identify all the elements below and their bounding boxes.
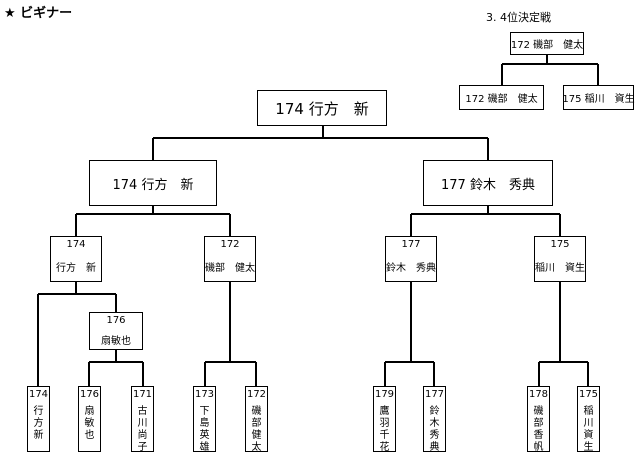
player-name: 鈴木秀典 bbox=[429, 406, 440, 453]
player-number: 171 bbox=[132, 389, 153, 400]
semi-winner-right-box: 177 鈴木 秀典 bbox=[423, 160, 553, 206]
round1-winner-box: 176 扇敏也 bbox=[89, 312, 143, 350]
player-box: 173 下島英雄 bbox=[193, 386, 216, 453]
third-place-winner: 172 磯部 健太 bbox=[510, 40, 584, 51]
player-number: 178 bbox=[528, 389, 549, 400]
player-box: 178 磯部香帆 bbox=[527, 386, 550, 453]
player-number: 172 bbox=[246, 389, 267, 400]
semi-winner-right: 177 鈴木 秀典 bbox=[441, 177, 535, 193]
quarter-winner-box: 174 行方 新 bbox=[50, 236, 102, 282]
round1-winner-name: 扇敏也 bbox=[101, 336, 131, 347]
round1-winner-number: 176 bbox=[106, 315, 126, 326]
player-number: 176 bbox=[79, 389, 100, 400]
page-title: ★ ビギナー bbox=[4, 6, 73, 21]
quarter-winner-name: 磯部 健太 bbox=[205, 263, 255, 274]
quarter-winner-number: 172 bbox=[220, 239, 240, 250]
player-name: 磯部健太 bbox=[251, 406, 262, 453]
player-number: 175 bbox=[578, 389, 599, 400]
player-name: 稲川資生 bbox=[583, 406, 594, 453]
third-place-right-box: 175 稲川 資生 bbox=[562, 85, 635, 110]
third-place-winner-box: 172 磯部 健太 bbox=[510, 32, 584, 55]
player-name: 古川尚子 bbox=[137, 406, 148, 453]
player-number: 173 bbox=[194, 389, 215, 400]
player-name: 下島英雄 bbox=[199, 406, 210, 453]
champion-name: 174 行方 新 bbox=[275, 99, 369, 118]
quarter-winner-box: 177 鈴木 秀典 bbox=[385, 236, 437, 282]
quarter-winner-name: 行方 新 bbox=[56, 263, 96, 274]
player-box: 172 磯部健太 bbox=[245, 386, 268, 453]
player-number: 177 bbox=[424, 389, 445, 400]
third-place-left: 172 磯部 健太 bbox=[465, 94, 538, 105]
player-name: 鷹羽千花 bbox=[379, 406, 390, 453]
player-number: 174 bbox=[28, 389, 49, 400]
quarter-winner-number: 175 bbox=[550, 239, 570, 250]
player-name: 磯部香帆 bbox=[533, 406, 544, 453]
quarter-winner-number: 174 bbox=[66, 239, 86, 250]
third-place-label: 3. 4位決定戦 bbox=[486, 11, 551, 24]
semi-winner-left-box: 174 行方 新 bbox=[89, 160, 217, 206]
player-box: 176 扇敏也 bbox=[78, 386, 101, 452]
player-box: 177 鈴木秀典 bbox=[423, 386, 446, 453]
player-box: 179 鷹羽千花 bbox=[373, 386, 396, 453]
quarter-winner-box: 172 磯部 健太 bbox=[204, 236, 256, 282]
quarter-winner-name: 稲川 資生 bbox=[535, 263, 585, 274]
player-name: 扇敏也 bbox=[84, 406, 95, 441]
player-box: 175 稲川資生 bbox=[577, 386, 600, 453]
player-box: 174 行方新 bbox=[27, 386, 50, 452]
player-number: 179 bbox=[374, 389, 395, 400]
quarter-winner-box: 175 稲川 資生 bbox=[534, 236, 586, 282]
third-place-left-box: 172 磯部 健太 bbox=[459, 85, 544, 110]
champion-box: 174 行方 新 bbox=[257, 90, 387, 126]
third-place-right: 175 稲川 資生 bbox=[562, 94, 635, 105]
player-name: 行方新 bbox=[33, 406, 44, 441]
quarter-winner-name: 鈴木 秀典 bbox=[386, 263, 436, 274]
quarter-winner-number: 177 bbox=[401, 239, 421, 250]
player-box: 171 古川尚子 bbox=[131, 386, 154, 453]
semi-winner-left: 174 行方 新 bbox=[112, 177, 194, 193]
